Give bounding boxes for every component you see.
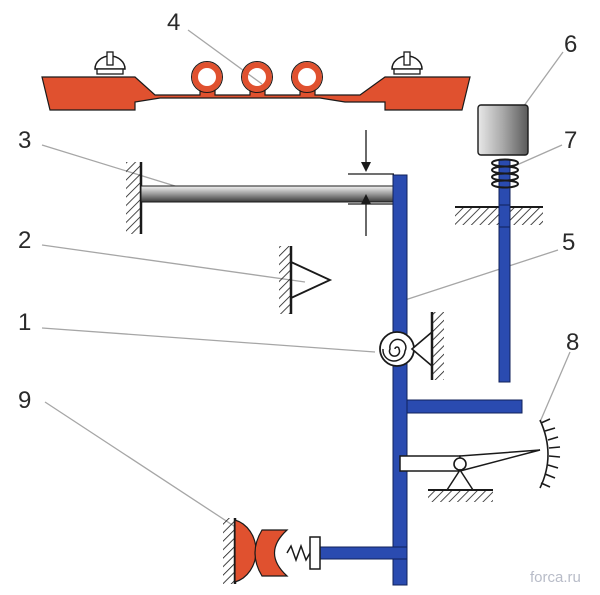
coil-spring-icon [491, 158, 519, 189]
coil-magnet-icon [477, 104, 529, 156]
label-6: 6 [564, 31, 577, 58]
pointer-indicator [399, 449, 541, 502]
label-5: 5 [562, 229, 575, 256]
label-4: 4 [167, 9, 180, 36]
watermark: forca.ru [530, 569, 581, 586]
label-2: 2 [18, 227, 31, 254]
label-1: 1 [18, 309, 31, 336]
label-3: 3 [18, 127, 31, 154]
spiral-spring-icon [379, 331, 415, 367]
cantilever-rod [126, 130, 394, 236]
screw-icon [391, 51, 423, 75]
label-9: 9 [18, 387, 31, 414]
knife-edge-support [279, 246, 333, 314]
label-8: 8 [566, 329, 579, 356]
main-lever [319, 174, 523, 586]
damper-stop [223, 518, 321, 584]
screw-icon [94, 51, 126, 75]
label-7: 7 [564, 127, 577, 154]
leader-lines [41, 29, 571, 529]
bimetal-strip [41, 51, 471, 111]
pivot-support-icon [410, 312, 444, 380]
plunger-rod [455, 158, 543, 383]
dial-scale-icon [539, 418, 561, 489]
